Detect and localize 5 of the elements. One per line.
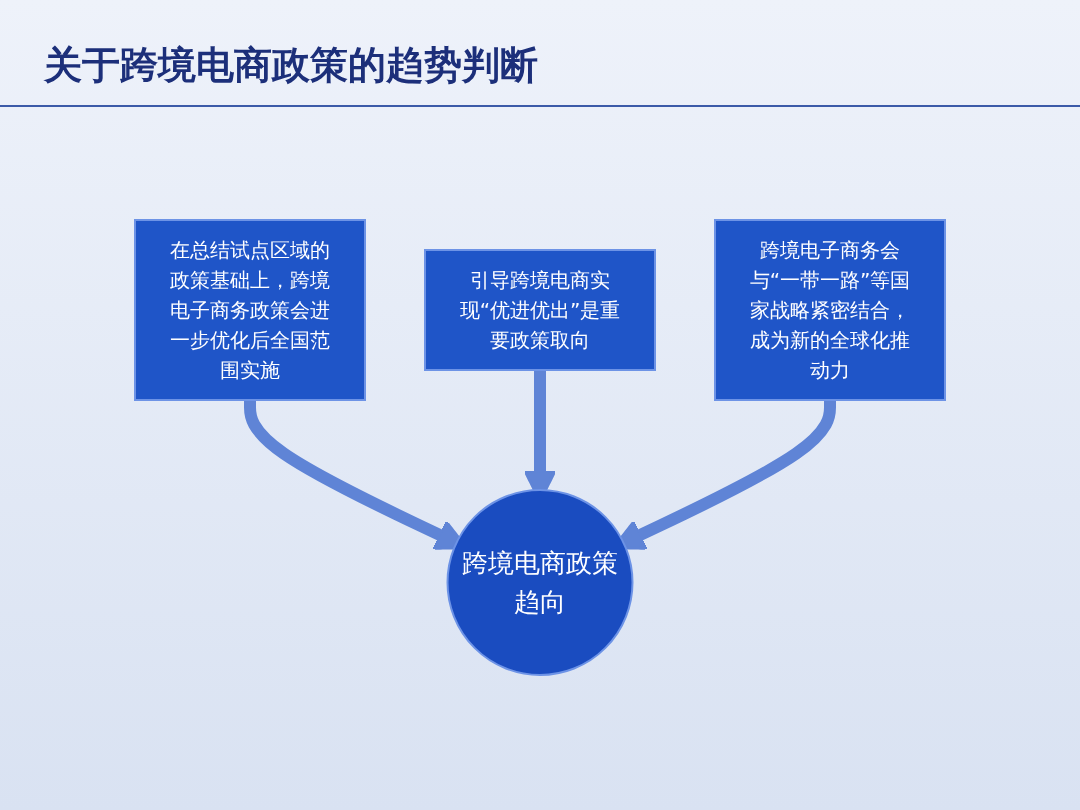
node-circle: 跨境电商政策趋向: [446, 488, 634, 676]
node-box: 引导跨境电商实现“优进优出”是重要政策取向: [424, 248, 656, 371]
slide-title: 关于跨境电商政策的趋势判断: [0, 0, 1080, 107]
node-box: 跨境电子商务会与“一带一路”等国家战略紧密结合，成为新的全球化推动力: [714, 218, 946, 401]
node-box: 在总结试点区域的政策基础上，跨境电子商务政策会进一步优化后全国范围实施: [134, 218, 366, 401]
